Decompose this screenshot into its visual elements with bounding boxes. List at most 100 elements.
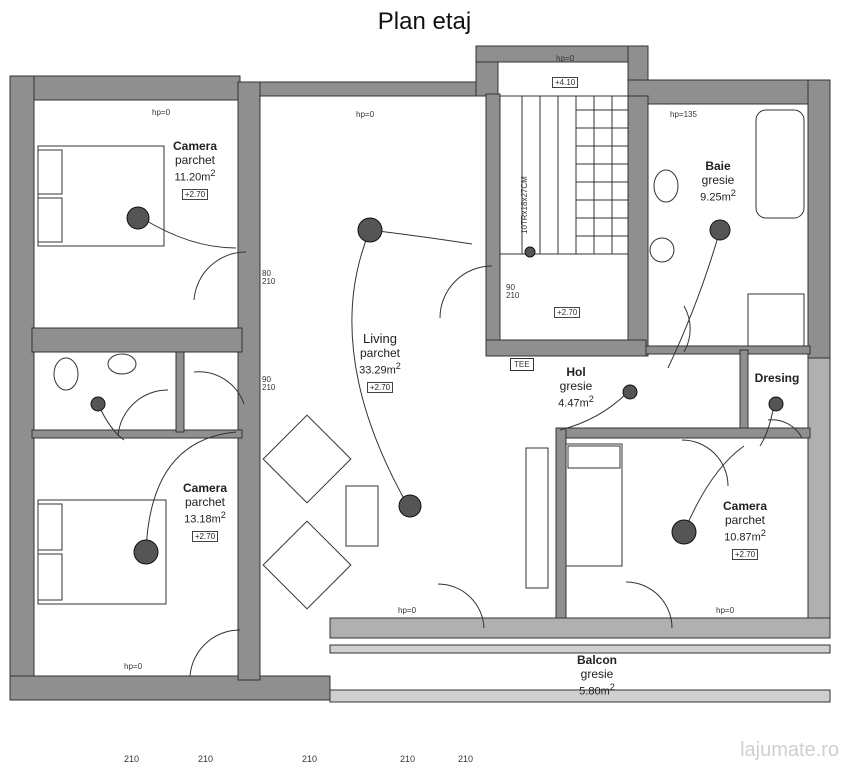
wall-int-h1	[31, 327, 243, 353]
wall-stair-top	[475, 45, 631, 63]
sink-bath	[649, 237, 675, 263]
bottom-dim-5: 210	[458, 754, 474, 764]
wall-top-right	[627, 79, 829, 105]
plan-title: Plan etaj	[377, 8, 472, 35]
room-area: 13.18m2	[184, 509, 226, 526]
tv-unit	[525, 447, 549, 589]
wall-int-h3	[485, 339, 647, 357]
room-height: +2.70	[181, 188, 209, 201]
hp-mark-balcon-1: hp=0	[398, 606, 417, 615]
coffee-table	[345, 485, 379, 547]
bed-camera3	[565, 443, 623, 567]
room-floor: gresie	[580, 666, 614, 681]
room-name: Hol	[566, 365, 586, 379]
hp-mark-stair: hp=0	[556, 54, 575, 63]
bed-camera1	[37, 145, 165, 247]
room-floor: parchet	[359, 345, 401, 360]
room-height: +2.70	[191, 530, 219, 543]
light-stair	[524, 246, 536, 258]
room-name: Living	[363, 331, 397, 346]
light-living-top	[357, 217, 383, 243]
bottom-dim-1: 210	[124, 754, 140, 764]
room-label-dresing: Dresing	[748, 371, 806, 386]
wall-int-v6	[555, 427, 567, 619]
hp-mark-baie: hp=135	[670, 110, 697, 119]
light-camera2	[133, 539, 159, 565]
wall-int-v1	[237, 81, 261, 681]
wall-int-h5	[555, 427, 811, 439]
bottom-dim-4: 210	[400, 754, 416, 764]
wall-int-v3	[485, 93, 501, 355]
wall-balcony-bottom	[329, 689, 831, 703]
stair-spec: 10TRx18x27CM	[520, 176, 529, 234]
bed-camera2	[37, 499, 167, 605]
room-floor: parchet	[174, 152, 216, 167]
room-floor: gresie	[701, 172, 735, 187]
wall-int-h4	[645, 345, 811, 355]
wall-top-left	[9, 75, 241, 101]
room-area: 11.20m2	[174, 167, 216, 184]
light-baie	[709, 219, 731, 241]
room-name: Dresing	[754, 371, 800, 385]
wall-top-mid	[239, 81, 491, 97]
shower	[747, 293, 805, 347]
wall-right-lower	[807, 357, 831, 639]
room-label-living: Living parchet 33.29m2 +2.70	[345, 331, 415, 395]
room-name: Camera	[182, 481, 228, 495]
room-height: +2.70	[366, 382, 394, 394]
tee-mark: TEE	[510, 358, 534, 371]
room-name: Balcon	[576, 653, 617, 667]
light-hol	[622, 384, 638, 400]
room-area: 9.25m2	[700, 187, 736, 204]
wall-right-upper	[807, 79, 831, 359]
bottom-dim-2: 210	[198, 754, 214, 764]
hp-mark-living: hp=0	[356, 110, 375, 119]
room-name: Camera	[172, 139, 218, 153]
light-camera3	[671, 519, 697, 545]
armchair-2	[262, 520, 352, 610]
light-living-bottom	[398, 494, 422, 518]
room-name: Baie	[705, 159, 731, 173]
wall-bottom-left	[9, 675, 331, 701]
room-area: 33.29m2	[359, 360, 401, 377]
stair-height-top: +4.10	[552, 77, 579, 88]
room-label-camera2: Camera parchet 13.18m2 +2.70	[170, 481, 240, 544]
wall-int-v4	[627, 95, 649, 357]
wall-int-v5	[739, 349, 749, 437]
room-label-baie: Baie gresie 9.25m2	[682, 159, 754, 204]
light-camera1	[126, 206, 150, 230]
hp-mark-camera2: hp=0	[124, 662, 143, 671]
room-area: 4.47m2	[558, 393, 594, 410]
room-name: Camera	[722, 499, 768, 513]
room-label-balcon: Balcon gresie 5.80m2	[562, 653, 632, 698]
bathtub	[755, 109, 805, 219]
room-area: 10.87m2	[724, 527, 766, 544]
light-wc	[90, 396, 106, 412]
room-floor: gresie	[559, 378, 593, 393]
bottom-dim-3: 210	[302, 754, 318, 764]
room-height: +2.70	[731, 548, 759, 561]
light-dresing	[768, 396, 784, 412]
room-floor: parchet	[724, 512, 766, 527]
wc-bath	[653, 169, 679, 203]
room-label-camera3: Camera parchet 10.87m2 +2.70	[710, 499, 780, 562]
hp-mark-balcon-2: hp=0	[716, 606, 735, 615]
watermark: lajumate.ro	[740, 739, 839, 761]
room-floor: parchet	[184, 494, 226, 509]
sink-small	[107, 353, 137, 375]
room-label-camera1: Camera parchet 11.20m2 +2.70	[160, 139, 230, 202]
wall-left	[9, 75, 35, 701]
wall-bottom-right	[329, 617, 831, 639]
room-label-hol: Hol gresie 4.47m2	[546, 365, 606, 410]
wc-small	[53, 357, 79, 391]
room-area: 5.80m2	[579, 681, 615, 698]
stair-height-bottom: +2.70	[554, 307, 581, 318]
wall-balcony-rail	[329, 644, 831, 654]
wall-int-h2	[31, 429, 243, 439]
hp-mark-camera1: hp=0	[152, 108, 171, 117]
wall-int-v2	[175, 351, 185, 433]
